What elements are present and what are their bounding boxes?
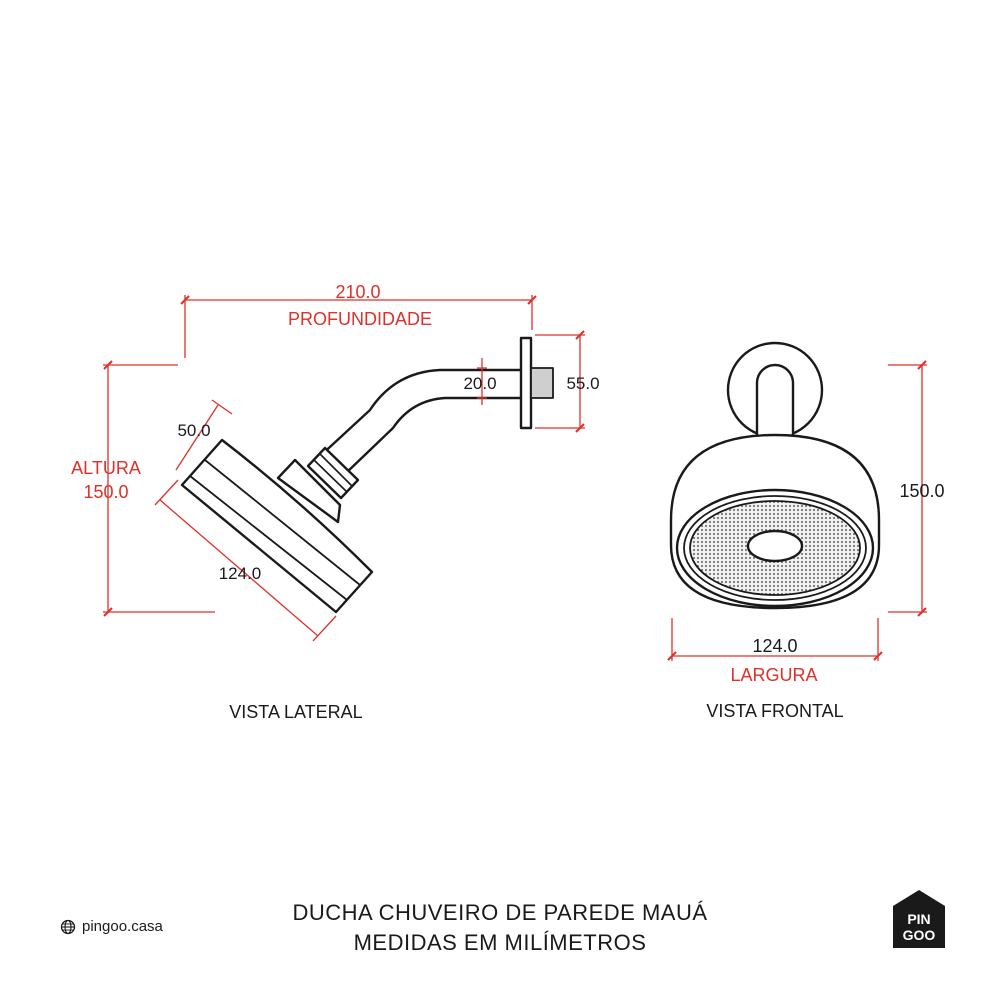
shower-arm xyxy=(316,368,523,460)
side-view-caption: VISTA LATERAL xyxy=(229,702,362,722)
head-neck xyxy=(276,458,342,524)
front-view-dimensions xyxy=(671,364,927,661)
front-view-drawing xyxy=(669,341,881,610)
front-width-label: LARGURA xyxy=(730,665,817,685)
shower-arm-front xyxy=(755,363,795,440)
shower-head-side xyxy=(180,438,374,614)
website-text: pingoo.casa xyxy=(82,918,163,935)
pipe-stub xyxy=(530,367,554,399)
pingoo-logo: PIN GOO xyxy=(893,890,945,948)
logo-line-2: GOO xyxy=(903,927,936,943)
front-view-caption: VISTA FRONTAL xyxy=(706,701,843,721)
head-diameter-value: 124.0 xyxy=(219,564,262,583)
depth-label: PROFUNDIDADE xyxy=(288,309,432,329)
flange-height-value: 55.0 xyxy=(566,374,599,393)
side-view-dimensions xyxy=(103,295,585,642)
title-line-2: MEDIDAS EM MILÍMETROS xyxy=(353,930,647,955)
pipe-diameter-value: 20.0 xyxy=(463,374,496,393)
head-thickness-value: 50.0 xyxy=(177,421,210,440)
website-link[interactable]: pingoo.casa xyxy=(60,918,163,935)
side-view-ticks xyxy=(103,295,585,617)
center-disc xyxy=(746,529,804,563)
wall-flange xyxy=(519,336,533,430)
product-title: DUCHA CHUVEIRO DE PAREDE MAUÁ MEDIDAS EM… xyxy=(200,898,800,958)
front-width-value: 124.0 xyxy=(752,636,797,656)
depth-value: 210.0 xyxy=(335,282,380,302)
logo-line-1: PIN xyxy=(907,911,930,927)
front-height-value: 150.0 xyxy=(899,481,944,501)
height-label: ALTURA xyxy=(71,458,141,478)
side-view-drawing xyxy=(180,336,554,614)
globe-icon xyxy=(60,919,76,934)
title-line-1: DUCHA CHUVEIRO DE PAREDE MAUÁ xyxy=(292,900,708,925)
front-view-ticks xyxy=(667,360,927,661)
height-value: 150.0 xyxy=(83,482,128,502)
